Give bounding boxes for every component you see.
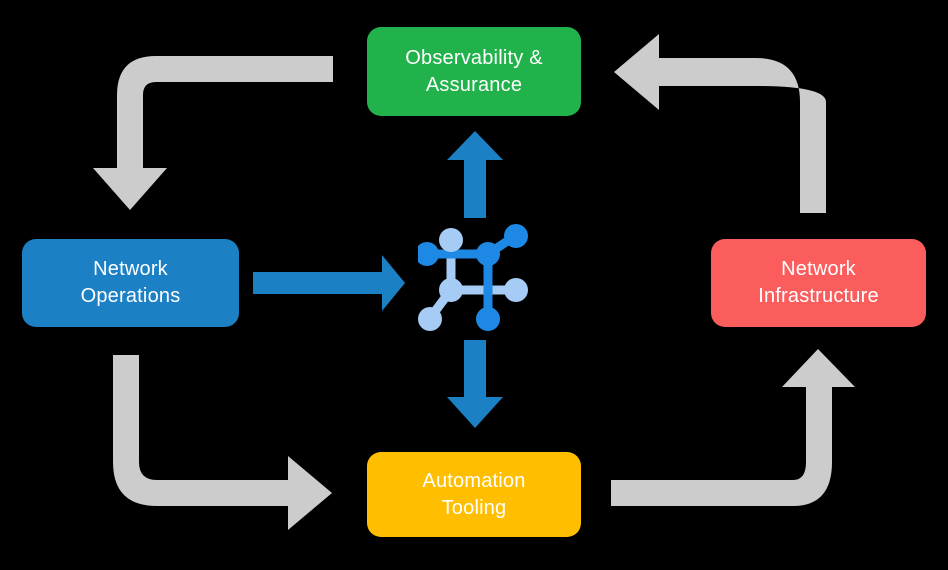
arrow-center-to-observability: [447, 131, 503, 218]
node-network-infrastructure[interactable]: Network Infrastructure: [711, 239, 926, 327]
node-automation-tooling[interactable]: Automation Tooling: [367, 452, 581, 537]
node-label-observability: Observability & Assurance: [405, 46, 543, 96]
topology-node-top-left-light: [439, 228, 463, 252]
node-observability-and-assurance[interactable]: Observability & Assurance: [367, 27, 581, 116]
node-label-automation-tooling: Automation Tooling: [422, 469, 526, 519]
node-network-operations[interactable]: Network Operations: [22, 239, 239, 327]
node-label-network-operations: Network Operations: [80, 258, 181, 307]
topology-node-left-dark: [418, 242, 439, 266]
topology-node-bottom-dark: [476, 307, 500, 331]
arrow-automation-to-infrastructure: [611, 349, 855, 506]
node-label-network-infrastructure: Network Infrastructure: [758, 258, 879, 307]
arrow-center-to-automation: [447, 340, 503, 428]
arrow-infrastructure-to-observability: [614, 34, 826, 213]
topology-node-mid-left-light: [439, 278, 463, 302]
topology-node-center-dark: [476, 242, 500, 266]
topology-node-bottom-left-light: [418, 307, 442, 331]
topology-node-top-right-dark: [504, 224, 528, 248]
topology-node-right-light: [504, 278, 528, 302]
arrow-observability-to-operations: [93, 56, 333, 210]
arrow-operations-to-center: [253, 255, 405, 311]
arrow-operations-to-automation: [113, 355, 332, 530]
network-topology-icon: [418, 224, 528, 331]
